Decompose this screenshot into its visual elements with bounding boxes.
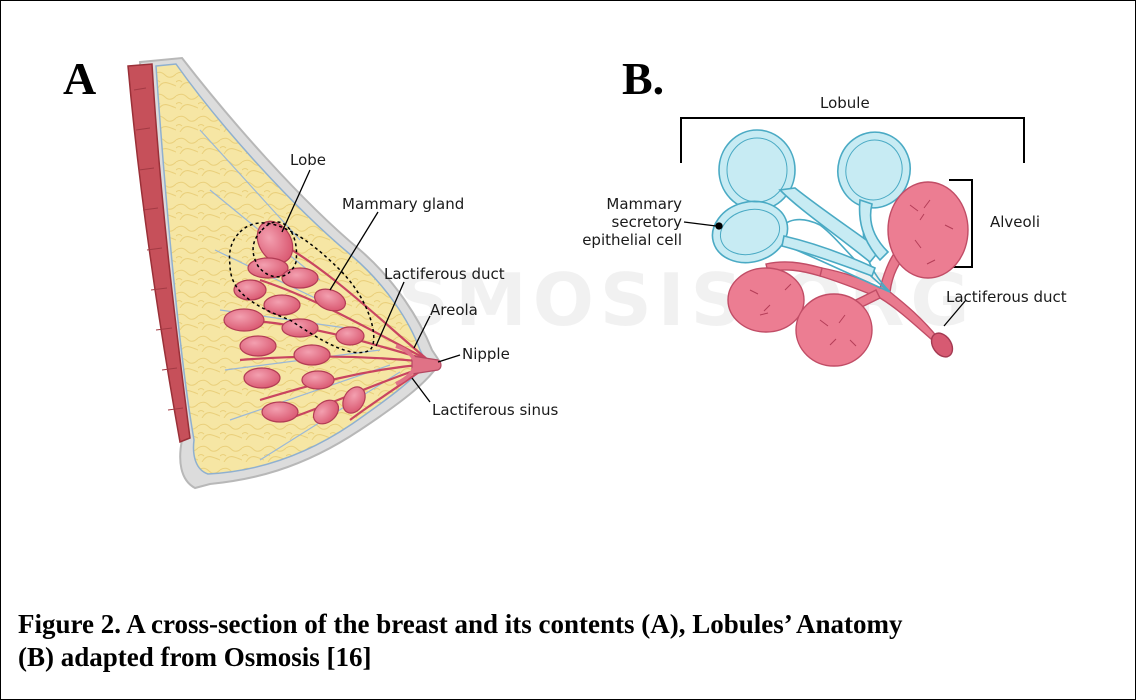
label-lactiferous-sinus: Lactiferous sinus — [432, 402, 558, 419]
label-mammary-gland: Mammary gland — [342, 196, 464, 213]
label-lobe: Lobe — [290, 152, 326, 169]
panel-a-letter: A — [63, 56, 96, 102]
label-secretory-line2: secretory — [596, 214, 682, 231]
label-secretory-line1: Mammary — [596, 196, 682, 213]
label-alveoli: Alveoli — [990, 214, 1040, 231]
label-lactiferous-duct-a: Lactiferous duct — [384, 266, 505, 283]
caption-line1: Figure 2. A cross-section of the breast … — [18, 608, 1118, 641]
label-lactiferous-duct-b: Lactiferous duct — [946, 289, 1067, 306]
label-nipple: Nipple — [462, 346, 510, 363]
lobule-anatomy — [681, 118, 1024, 366]
label-secretory-line3: epithelial cell — [570, 232, 682, 249]
label-lobule: Lobule — [820, 95, 870, 112]
label-areola: Areola — [430, 302, 478, 319]
panel-b-letter: B. — [622, 56, 664, 102]
caption-line2: (B) adapted from Osmosis [16] — [18, 641, 1118, 674]
figure-caption: Figure 2. A cross-section of the breast … — [18, 608, 1118, 674]
